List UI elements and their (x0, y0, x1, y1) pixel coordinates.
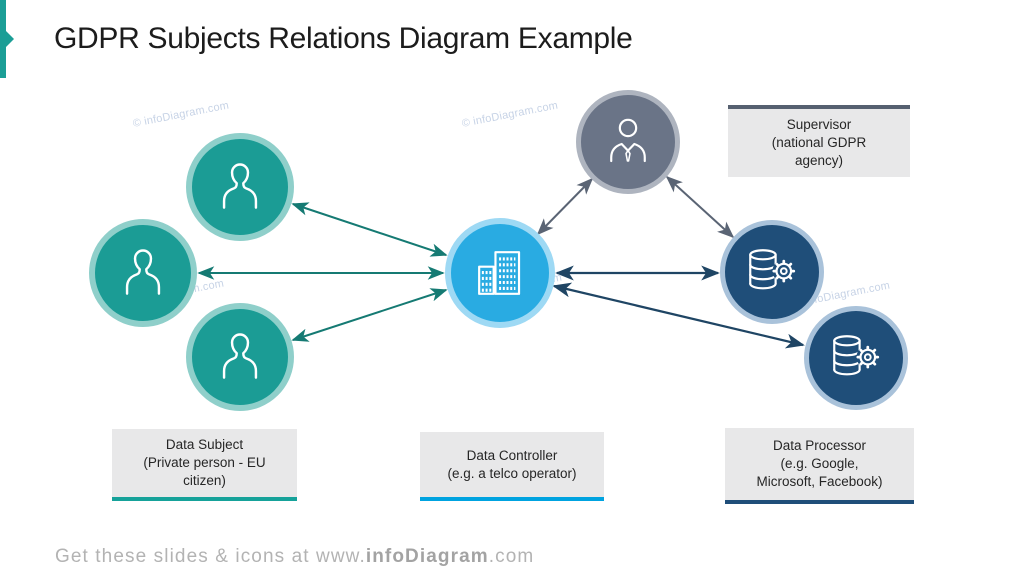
footer-brand: infoDiagram (365, 546, 489, 567)
database-gear-icon (833, 335, 880, 376)
data-controller-node (445, 218, 555, 328)
person-icon (222, 163, 258, 209)
person-icon (222, 333, 258, 379)
arrow-subject3-controller (291, 288, 448, 342)
data-processor-node-1 (720, 220, 824, 324)
person-icon (125, 249, 161, 295)
database-gear-icon (749, 249, 796, 290)
data-processor-node-2 (804, 306, 908, 410)
accent-bar (0, 0, 6, 78)
page-title: GDPR Subjects Relations Diagram Example (54, 22, 633, 55)
footer-suffix: .com (488, 546, 535, 567)
data-controller-label-box: Data Controller (e.g. a telco operator) (420, 432, 604, 501)
arrow-subject1-controller (291, 202, 448, 257)
data-processor-label-box: Data Processor (e.g. Google, Microsoft, … (725, 428, 914, 504)
footer-credit: Get these slides & icons at www.infoDiag… (55, 546, 534, 568)
arrow-supervisor-processor1 (665, 175, 735, 239)
building-icon (478, 251, 521, 295)
data-subject-node-2 (89, 219, 197, 327)
arrow-controller-processor2 (552, 282, 805, 349)
data-subject-node-1 (186, 133, 294, 241)
data-subject-label-box: Data Subject (Private person - EU citize… (112, 429, 297, 501)
footer-prefix: Get these slides & icons at www. (55, 546, 366, 567)
accent-chevron-icon (6, 31, 14, 47)
manager-icon (610, 118, 646, 163)
data-subject-node-3 (186, 303, 294, 411)
arrow-controller-supervisor (536, 177, 594, 236)
supervisor-label-box: Supervisor (national GDPR agency) (728, 105, 910, 177)
supervisor-node (576, 90, 680, 194)
